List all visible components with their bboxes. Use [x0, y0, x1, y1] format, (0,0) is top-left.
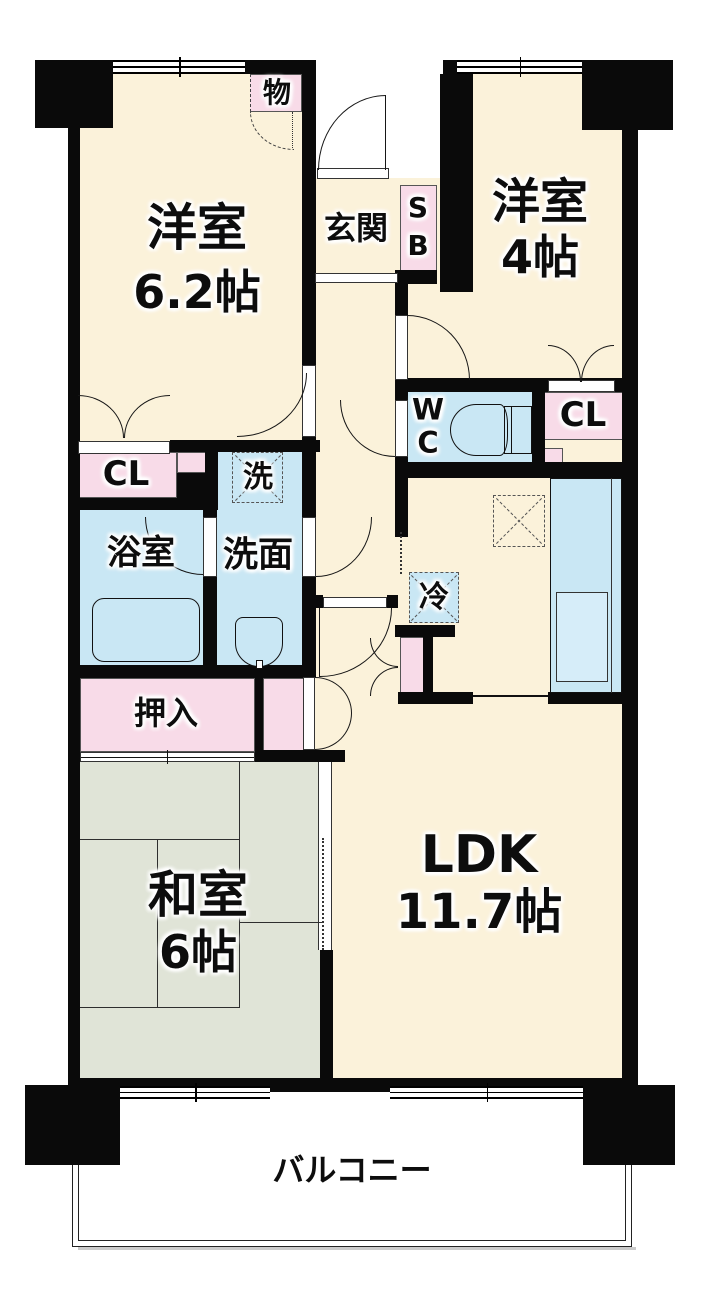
wall-closet-annex-side	[205, 452, 218, 510]
hall-cabinet	[400, 637, 425, 700]
closet-left-label: CL	[102, 454, 150, 494]
shoe-box-label-s: S	[407, 191, 429, 224]
wall-above-oshiire	[68, 665, 316, 678]
toilet-tank	[504, 406, 532, 454]
annex-doorway	[303, 677, 315, 750]
wall-kitchen-top	[395, 462, 635, 478]
overhead-cabinet	[493, 495, 545, 547]
washroom-label: 洗面	[222, 535, 294, 576]
wall-wc-cl-divider	[532, 392, 545, 462]
washer-label: 洗	[243, 460, 273, 495]
tatami-line	[80, 839, 240, 841]
japanese-room-size: 6帖	[158, 925, 238, 979]
window-west-room-top	[113, 57, 245, 77]
closet-left-box	[78, 452, 177, 498]
washitsu-sliding-door-hatch	[322, 838, 324, 950]
washing-machine	[232, 452, 283, 503]
wc-doorway	[395, 400, 408, 457]
west-room-size: 6.2帖	[133, 265, 261, 319]
washbasin-faucet	[256, 660, 263, 669]
oshiire-annex	[263, 678, 305, 752]
wall-under-shoebox	[395, 270, 437, 284]
balcony-shadow	[78, 1247, 636, 1250]
wc-label-w: W	[412, 392, 444, 427]
closet-right-label: CL	[559, 395, 607, 435]
toilet-bowl	[450, 404, 508, 456]
tatami-line	[239, 922, 322, 924]
wall-cabinet-right	[423, 637, 433, 703]
shoe-box-label-b: B	[407, 229, 429, 262]
wall-kitchen-bottom	[548, 692, 635, 704]
oshiire-sliding-track	[80, 750, 255, 764]
pillar-bottom-left	[25, 1085, 120, 1165]
wall-hall-left-c	[302, 577, 316, 677]
wall-cabinet-bottom	[398, 692, 473, 704]
kitchen-sink	[556, 592, 608, 682]
window-ldk-balcony	[390, 1083, 583, 1102]
wall-hall-right-b	[395, 390, 408, 400]
ldk-size: 11.7帖	[395, 884, 563, 940]
ldk-door-leaf	[319, 608, 320, 677]
tatami-line	[157, 839, 159, 1008]
storage-label: 物	[262, 76, 292, 109]
tatami-line	[239, 762, 241, 1008]
entrance-step	[315, 273, 398, 283]
kitchen-boundary-line	[473, 695, 548, 697]
refrigerator-space	[409, 572, 459, 623]
pillar-top-left	[35, 60, 113, 128]
ldk-doorway	[323, 597, 387, 608]
bath-doorway	[203, 517, 217, 577]
closet-right-box	[542, 392, 623, 440]
wall-under-closet-left	[68, 498, 210, 510]
balcony-fence-outer	[72, 1160, 632, 1247]
balcony-fence-inner	[78, 1160, 626, 1241]
entrance-door-leaf	[385, 95, 386, 170]
window-washitsu-balcony	[120, 1083, 270, 1102]
wall-hall-left-b	[302, 437, 316, 520]
wall-bath-washroom-b	[203, 577, 217, 668]
fridge-label: 冷	[419, 580, 449, 615]
storage-box	[250, 74, 302, 112]
japanese-room-name: 和室	[148, 866, 248, 924]
wall-ldk-doorway-right	[387, 595, 398, 608]
storage-door-edge	[292, 112, 293, 148]
bathroom-label: 浴室	[107, 533, 175, 573]
wall-ldk-doorway-left	[308, 595, 323, 608]
balcony-label: バルコニー	[272, 1151, 432, 1189]
wall-left	[68, 60, 80, 1092]
tatami-floor	[80, 762, 320, 1078]
bathtub	[92, 598, 200, 662]
wall-right	[622, 60, 638, 1092]
wall-hall-right-a	[395, 283, 408, 315]
washitsu-sliding-track	[318, 762, 332, 950]
wall-under-fridge	[395, 625, 455, 637]
wall-below-annex	[255, 750, 345, 762]
wall-oshiire-divider	[255, 678, 263, 752]
ldk-name: LDK	[420, 825, 538, 885]
pillar-bottom-right	[583, 1085, 675, 1165]
wall-hall-left-a	[302, 60, 316, 365]
west-room2-name: 洋室	[491, 174, 589, 230]
west-room-double-door-sill	[78, 441, 170, 454]
wall-washitsu-ldk	[320, 950, 333, 1078]
window-west-room2-top	[457, 57, 582, 77]
pillar-top-right	[582, 60, 673, 130]
wall-washroom-top	[213, 440, 320, 452]
west-room-name: 洋室	[147, 199, 247, 257]
wall-threshold-side	[170, 440, 213, 452]
kitchen-nook-opening	[400, 532, 402, 574]
west-room2-size: 4帖	[500, 230, 580, 284]
washroom-doorway	[302, 517, 316, 577]
kitchen-counter-line	[611, 478, 613, 693]
entrance-label: 玄関	[323, 209, 389, 247]
oshiire-label: 押入	[133, 694, 199, 732]
wall-alcove-right	[440, 74, 473, 292]
tatami-line	[80, 1007, 240, 1009]
wc-label-c: C	[417, 425, 439, 460]
